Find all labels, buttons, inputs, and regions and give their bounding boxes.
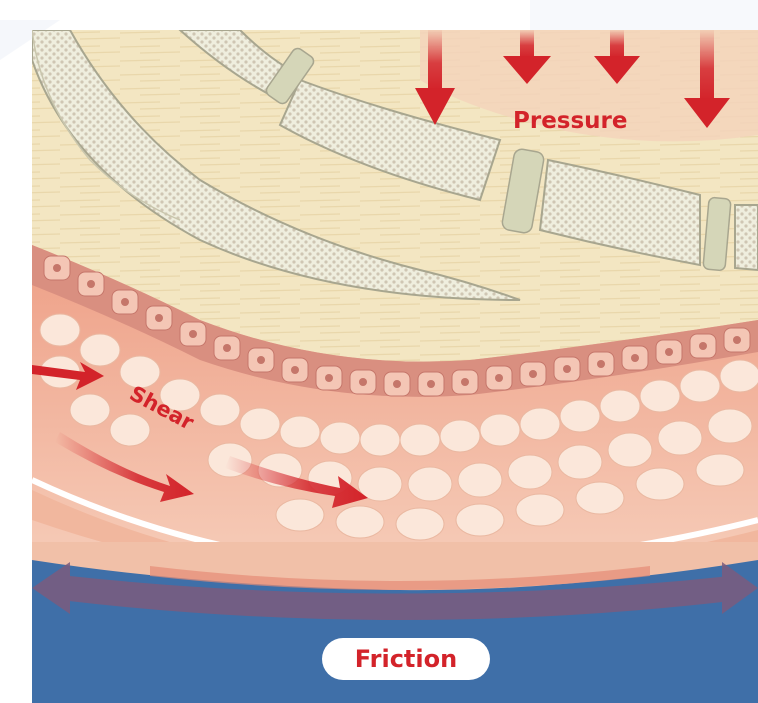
friction-label: Friction (355, 645, 457, 673)
pressure-label: Pressure (513, 108, 628, 134)
friction-label-pill: Friction (322, 638, 490, 680)
